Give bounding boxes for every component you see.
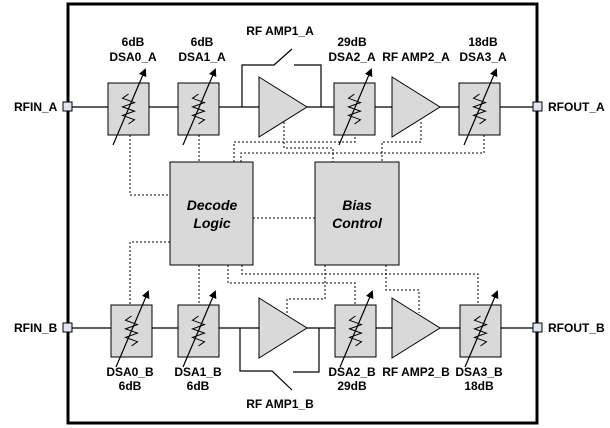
dsa2-a-label: DSA2_A <box>328 50 376 64</box>
bias-control-label-1: Bias <box>342 197 372 213</box>
dsa2-a-variable-arrow-icon <box>338 68 373 146</box>
rf-amp1-a <box>258 76 308 138</box>
rf-amp2-b <box>391 297 441 359</box>
control-line-0 <box>129 135 170 196</box>
decode-logic-block <box>169 161 254 266</box>
dsa1-a-label: DSA1_A <box>178 50 226 64</box>
amp1-a-label: RF AMP1_A <box>246 24 314 38</box>
control-line-2 <box>283 122 334 162</box>
port-label-rfout-b: RFOUT_B <box>548 321 605 335</box>
dsa2-b-variable-arrow-icon <box>339 290 374 368</box>
dsa2-a-atten: 29dB <box>337 35 367 49</box>
dsa0-a-variable-arrow-icon <box>112 68 147 146</box>
control-line-3 <box>233 135 356 162</box>
control-line-5 <box>381 122 422 162</box>
port-label-rfin-b: RFIN_B <box>14 321 58 335</box>
dsa1-b-label: DSA1_B <box>174 365 222 379</box>
dsa3-a-label: DSA3_A <box>459 50 507 64</box>
dsa0-a-atten: 6dB <box>122 35 145 49</box>
decode-logic-label-1: Decode <box>187 197 238 213</box>
dsa2-b-atten: 29dB <box>337 379 367 393</box>
control-line-11 <box>286 265 326 315</box>
amp2-a-label: RF AMP2_A <box>382 50 450 64</box>
decode-logic-label-2: Logic <box>193 215 231 231</box>
port-in-a <box>62 101 73 112</box>
port-out-a <box>532 101 543 112</box>
bypass-switch-a-left <box>241 48 293 107</box>
control-line-12 <box>385 265 420 313</box>
dsa1-b-atten: 6dB <box>187 379 210 393</box>
bias-control-label-2: Control <box>332 215 383 231</box>
dsa1-b-variable-arrow-icon <box>182 290 217 368</box>
rf-amp2-a <box>391 76 441 138</box>
bypass-switch-b-right <box>293 328 320 373</box>
dsa3-a-variable-arrow-icon <box>463 68 498 146</box>
port-label-rfout-a: RFOUT_A <box>548 100 605 114</box>
bypass-switch-b-left <box>239 328 293 391</box>
chip-outline <box>66 2 539 425</box>
amp1-b-label: RF AMP1_B <box>246 397 314 411</box>
control-line-9 <box>227 265 356 305</box>
control-lines <box>129 122 485 315</box>
dsa0-a-label: DSA0_A <box>109 50 157 64</box>
dsa0-b-variable-arrow-icon <box>115 290 150 368</box>
dsa0-b-atten: 6dB <box>119 379 142 393</box>
dsa3-b-atten: 18dB <box>464 379 494 393</box>
dsa3-b-variable-arrow-icon <box>464 290 499 368</box>
port-out-b <box>532 322 543 333</box>
control-line-7 <box>129 241 170 305</box>
dsa1-a-atten: 6dB <box>191 35 214 49</box>
control-line-10 <box>241 265 479 305</box>
rf-amp1-b <box>258 297 308 359</box>
dsa2-a <box>333 82 376 136</box>
port-in-b <box>62 322 73 333</box>
dsa0-b-label: DSA0_B <box>106 365 154 379</box>
dsa3-b-label: DSA3_B <box>455 365 503 379</box>
bias-control-block <box>314 161 400 266</box>
dsa3-a-atten: 18dB <box>468 35 498 49</box>
dsa2-b-label: DSA2_B <box>328 365 376 379</box>
dsa1-a-variable-arrow-icon <box>182 68 217 146</box>
components <box>62 68 543 368</box>
control-line-4 <box>240 135 485 162</box>
amp2-b-label: RF AMP2_B <box>382 365 450 379</box>
port-label-rfin-a: RFIN_A <box>14 100 58 114</box>
bypass-switch-a-right <box>294 64 322 107</box>
